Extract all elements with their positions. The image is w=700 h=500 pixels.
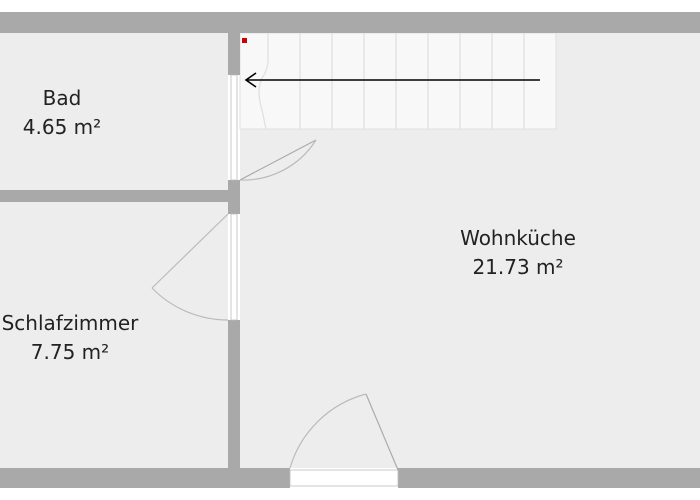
wall-partition-middle [228, 180, 240, 214]
walls [0, 12, 700, 488]
wall-top [0, 12, 700, 33]
room-area-bad: 4.65 m² [22, 115, 102, 139]
wall-bottom-right [398, 468, 700, 488]
door-threshold-entrance [289, 469, 399, 487]
red-square-icon [242, 38, 247, 43]
room-area-wohnkueche: 21.73 m² [472, 255, 564, 279]
room-name-wohnkueche: Wohnküche [460, 226, 576, 250]
room-label-bad: Bad 4.65 m² [0, 84, 124, 142]
arrow-left-icon [244, 72, 540, 88]
wall-bottom-left [0, 468, 290, 488]
room-area-schlafzimmer: 7.75 m² [30, 340, 110, 364]
wall-partition-top [228, 12, 240, 75]
door-threshold-bad [230, 74, 238, 181]
room-name-schlafzimmer: Schlafzimmer [1, 311, 139, 335]
room-label-wohnkueche: Wohnküche 21.73 m² [418, 224, 618, 282]
wall-bad-schlaf [0, 190, 228, 202]
room-label-schlafzimmer: Schlafzimmer 7.75 m² [0, 309, 190, 367]
room-name-bad: Bad [42, 86, 82, 110]
door-swing-icon [151, 139, 399, 471]
wall-partition-bottom [228, 320, 240, 488]
door-threshold-schlaf [230, 213, 238, 321]
staircase [239, 32, 557, 130]
floor-schlafzimmer [0, 202, 228, 468]
floor-bad [0, 33, 228, 190]
